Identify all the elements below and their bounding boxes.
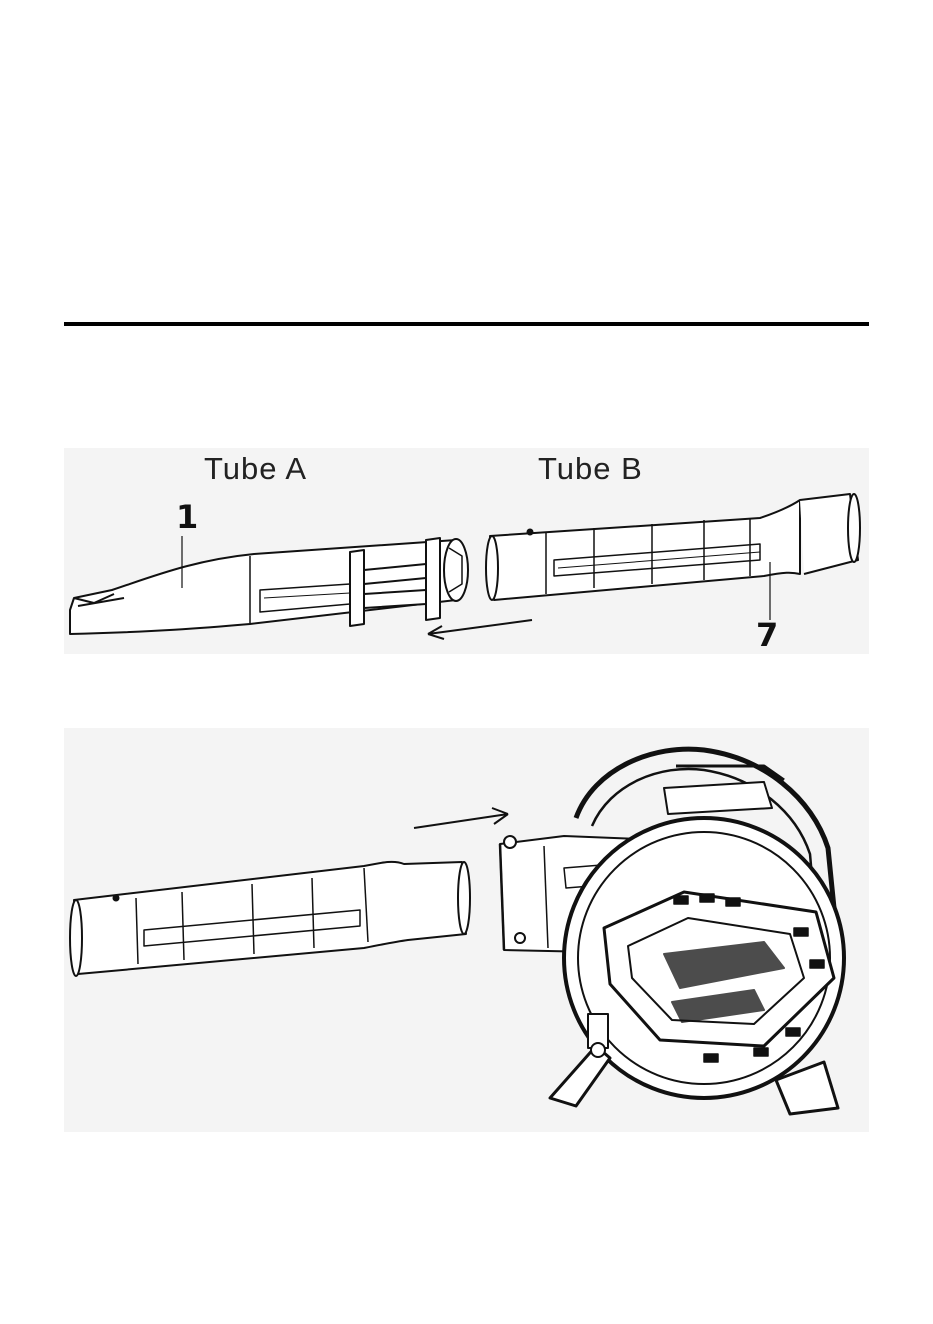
tube-a-drawing [70,538,468,634]
right-arrow [414,808,508,828]
tube-assembly-drawing [64,448,869,654]
tube-b-drawing [486,494,860,600]
left-arrow [428,620,532,639]
tube-assembly-figure: Tube A Tube B 1 7 [64,448,869,654]
tube-a-label: Tube A [204,451,307,487]
section-divider [64,322,869,326]
blower-drawing [500,749,844,1114]
callout-1: 1 [176,498,198,536]
blower-attachment-figure [64,728,869,1132]
tube-b-drawing-2 [70,862,470,976]
callout-7: 7 [756,616,778,654]
tube-b-label: Tube B [538,451,643,487]
blower-attachment-drawing [64,728,869,1132]
